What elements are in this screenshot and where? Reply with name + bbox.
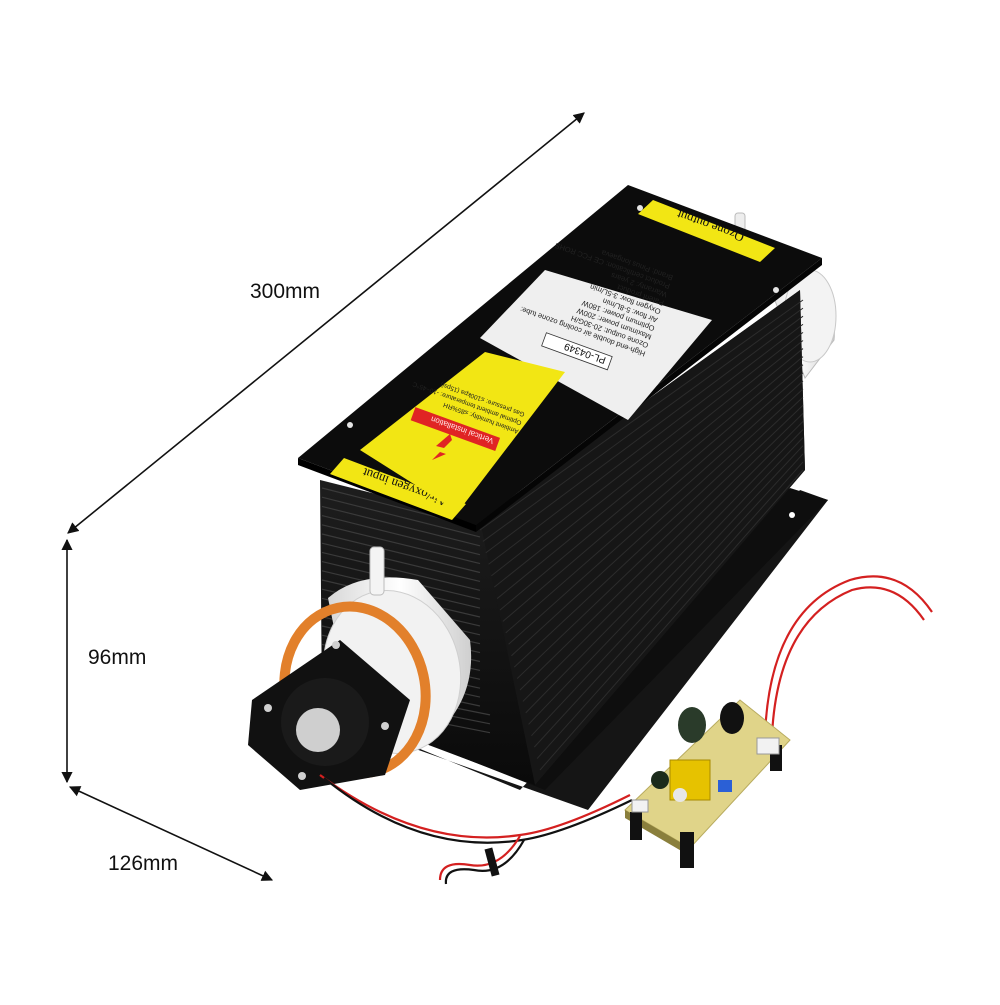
fan-screw	[298, 772, 306, 780]
heatsink-fin	[533, 453, 804, 748]
heatsink-fin	[513, 396, 804, 668]
capacitor	[673, 788, 687, 802]
depth-dimension-label: 126mm	[108, 852, 179, 875]
power-supply-board	[624, 699, 791, 868]
capacitor	[651, 771, 669, 789]
heatsink-fin	[519, 412, 804, 691]
cooling-fan	[248, 640, 410, 790]
fan-screw	[381, 722, 389, 730]
heatsink-fin	[539, 469, 804, 771]
connector	[631, 799, 649, 813]
heatsink-fin	[491, 331, 804, 577]
heatsink-fin	[321, 542, 481, 582]
heatsink-fin	[508, 380, 804, 645]
down-arrow-icon	[432, 434, 452, 460]
power-wires	[763, 575, 933, 736]
heatsink-fin	[482, 307, 804, 542]
heatsink-fin	[505, 372, 804, 634]
heatsink-fin	[321, 515, 481, 556]
heatsink-fin	[525, 429, 804, 714]
fan-wires	[319, 774, 633, 885]
heatsink-fin	[511, 388, 804, 657]
length-dimension-line	[67, 112, 585, 534]
heatsink-fins-side	[479, 299, 804, 771]
fan-screw	[264, 704, 272, 712]
board-standoff	[630, 812, 642, 840]
heatsink-fin	[321, 524, 481, 565]
capacitor	[678, 707, 706, 743]
heatsink-fin	[485, 315, 804, 554]
heatsink-fin	[502, 364, 804, 622]
heatsink-fin	[493, 340, 804, 588]
blue-capacitor	[718, 780, 732, 792]
heatsink-fin	[536, 461, 804, 759]
heatsink-fin	[522, 421, 804, 702]
air-input-nozzle	[369, 546, 385, 596]
depth-dimension-line	[68, 786, 274, 881]
fan-hub-sticker	[296, 708, 340, 752]
heatsink-fin	[321, 505, 481, 547]
heatsink-fin	[488, 323, 804, 565]
connector	[756, 737, 780, 755]
heatsink-fin	[496, 348, 804, 599]
heatsink-fin	[321, 533, 481, 574]
heatsink-fin	[321, 551, 481, 591]
heatsink-fin	[531, 445, 804, 737]
fan-screw	[332, 641, 340, 649]
board-standoff	[680, 832, 694, 868]
height-dimension-label: 96mm	[88, 646, 147, 669]
heatsink-fin	[499, 356, 804, 611]
warning-label: Vertical installation Ambient humidity: …	[360, 352, 565, 512]
heatsink-fin	[321, 496, 481, 538]
heatsink-fin	[516, 404, 804, 679]
cable-tie	[484, 847, 500, 877]
length-dimension-label: 300mm	[250, 280, 321, 303]
inductor	[720, 702, 744, 734]
heatsink-fin	[528, 437, 804, 725]
heatsink-fin	[479, 299, 804, 531]
spec-label: PL-04349 High-end double air cooling ozo…	[480, 241, 712, 420]
